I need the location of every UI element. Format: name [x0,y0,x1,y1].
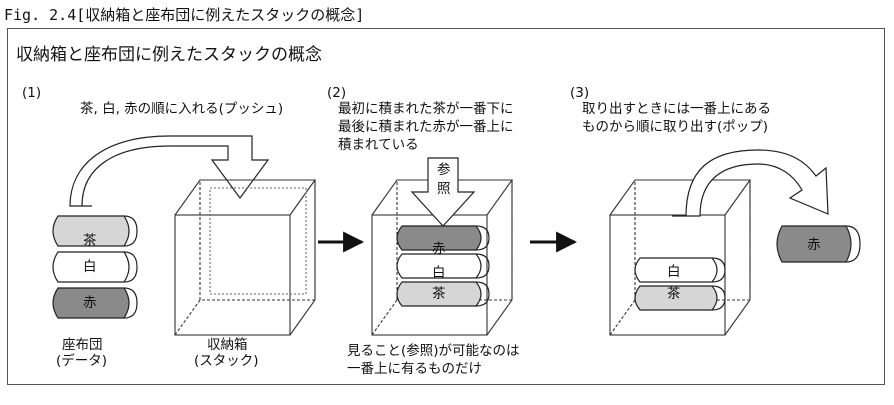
popped-label-red: 赤 [807,237,821,253]
storage-box-1 [174,179,317,336]
box-caption-line1: 収納箱 [207,337,248,353]
stack2-cushion-white [396,253,490,279]
stack3-label-white: 白 [667,264,681,280]
step3-desc-line1: 取り出すときには一番上にある [582,101,771,117]
step2-desc-line2: 最後に積まれた赤が一番上に [338,119,514,135]
cushion-caption-line1: 座布団 [62,337,103,353]
step2-note-line1: 見ること(参照)が可能なのは [347,343,520,359]
stack3-cushion-white [634,257,726,283]
step1-description: 茶, 白, 赤の順に入れる(プッシュ) [80,101,284,117]
box-caption-line2: (スタック) [194,353,259,369]
stack2-label-brown: 茶 [432,286,446,302]
cushion-caption-line2: (データ) [56,353,108,369]
step3-number: (3) [570,85,590,101]
cushion-brown [52,215,138,247]
cushion-label-brown: 茶 [83,233,97,249]
push-arrow [69,135,270,207]
pop-arrow [672,149,829,217]
stack3-cushion-brown [634,285,726,311]
panel-title: 収納箱と座布団に例えたスタックの概念 [16,45,322,65]
popped-cushion-red [776,225,861,263]
reference-arrow [410,157,476,227]
stack2-label-white: 白 [432,265,446,281]
step2-desc-line3: 積まれている [338,137,419,153]
stack2-cushion-brown [396,281,490,307]
stack2-label-red: 赤 [432,241,446,257]
cushion-red [52,287,138,319]
step1-number: (1) [22,85,42,101]
step2-number: (2) [327,85,347,101]
step2-note-line2: 一番上に有るものだけ [347,361,482,377]
cushion-label-red: 赤 [83,295,97,311]
figure-caption: Fig. 2.4[収納箱と座布団に例えたスタックの概念] [4,6,365,24]
stack2-cushion-red [396,225,490,251]
reference-label-1: 参 [437,162,451,178]
cushion-white [52,251,138,283]
reference-label-2: 照 [437,181,451,197]
diagram-frame [7,28,885,385]
stack3-label-brown: 茶 [667,286,681,302]
step3-desc-line2: ものから順に取り出す(ポップ) [582,119,769,135]
cushion-label-white: 白 [83,259,97,275]
step2-desc-line1: 最初に積まれた茶が一番下に [338,101,514,117]
